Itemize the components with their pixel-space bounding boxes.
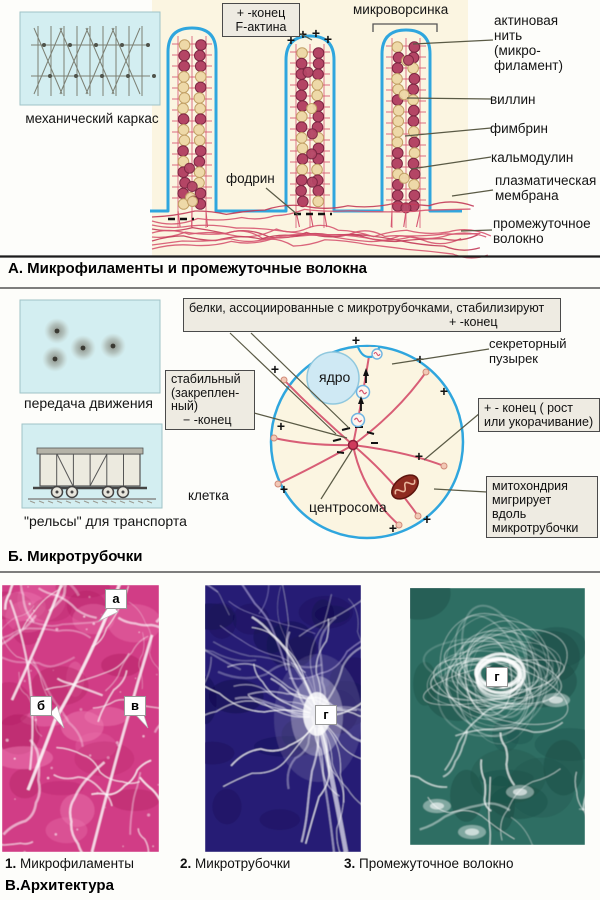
svg-text:+: +	[280, 481, 288, 497]
svg-text:+: +	[352, 332, 360, 348]
plus-end-growth-box: + - конец ( рост или укорачивание)	[478, 398, 600, 432]
stable-minus-end-box: стабильный (закреплен- ный) − -конец	[165, 370, 255, 430]
centrosome-label: центросома	[309, 499, 387, 515]
caption-1-label: Микрофиламенты	[20, 856, 134, 871]
fodrin-label: фодрин	[226, 171, 275, 186]
svg-text:+: +	[312, 25, 320, 41]
secretory-vesicle-label: секреторный пузырек	[489, 336, 567, 366]
rails-transport-label: "рельсы" для транспорта	[24, 513, 187, 529]
marker-v: в	[124, 696, 146, 716]
maps-box-line1: белки, ассоциированные с микротрубочками…	[189, 301, 545, 315]
stable-label: стабильный (закреплен- ный)	[171, 372, 241, 413]
caption-1: 1. Микрофиламенты	[5, 856, 134, 871]
marker-g-microtubules: г	[315, 705, 337, 725]
maps-box-line2: + -конец	[449, 315, 498, 329]
fimbrin-label: фимбрин	[490, 121, 549, 136]
svg-text:+: +	[389, 520, 397, 536]
intermediate-filament-label: промежуточное волокно	[493, 216, 591, 246]
plus-end-factin-box: + -конец F-актина	[222, 3, 300, 37]
caption-3: 3. Промежуточное волокно	[344, 856, 513, 871]
section-a-title: А. Микрофиламенты и промежуточные волокн…	[8, 260, 367, 277]
svg-text:+: +	[287, 32, 295, 48]
svg-text:+: +	[440, 383, 448, 399]
caption-1-number: 1.	[5, 856, 17, 871]
marker-a: а	[105, 589, 127, 609]
calmodulin-label: кальмодулин	[491, 150, 574, 165]
actin-filament-label: актиновая нить (микро- филамент)	[494, 13, 563, 73]
cell-label: клетка	[188, 488, 229, 503]
svg-text:+: +	[423, 511, 431, 527]
svg-text:+: +	[277, 418, 285, 434]
caption-3-number: 3.	[344, 856, 356, 871]
section-b-title: Б. Микротрубочки	[8, 548, 143, 565]
nucleus-label: ядро	[319, 369, 351, 385]
section-c-title: В.Архитектура	[5, 877, 114, 894]
caption-2: 2. Микротрубочки	[180, 856, 290, 871]
marker-b: б	[30, 696, 52, 716]
microvillus-label: микроворсинка	[353, 2, 449, 17]
caption-2-label: Микротрубочки	[195, 856, 291, 871]
svg-text:+: +	[324, 31, 332, 47]
svg-text:+: +	[416, 351, 424, 367]
motion-transfer-label: передача движения	[24, 395, 153, 411]
marker-g-intermediate: г	[486, 667, 508, 687]
svg-text:+: +	[415, 448, 423, 464]
plasma-membrane-label: плазматическая мембрана	[495, 173, 597, 203]
svg-text:+: +	[271, 361, 279, 377]
svg-text:+: +	[299, 26, 307, 42]
caption-3-label: Промежуточное волокно	[359, 856, 514, 871]
mitochondrion-box: митохондрия мигрирует вдоль микротрубочк…	[486, 476, 598, 538]
caption-2-number: 2.	[180, 856, 192, 871]
villin-label: виллин	[490, 92, 536, 107]
maps-box: белки, ассоциированные с микротрубочками…	[183, 298, 561, 332]
minus-end-label: − -конец	[183, 412, 232, 427]
mechanical-framework-label: механический каркас	[25, 111, 159, 126]
